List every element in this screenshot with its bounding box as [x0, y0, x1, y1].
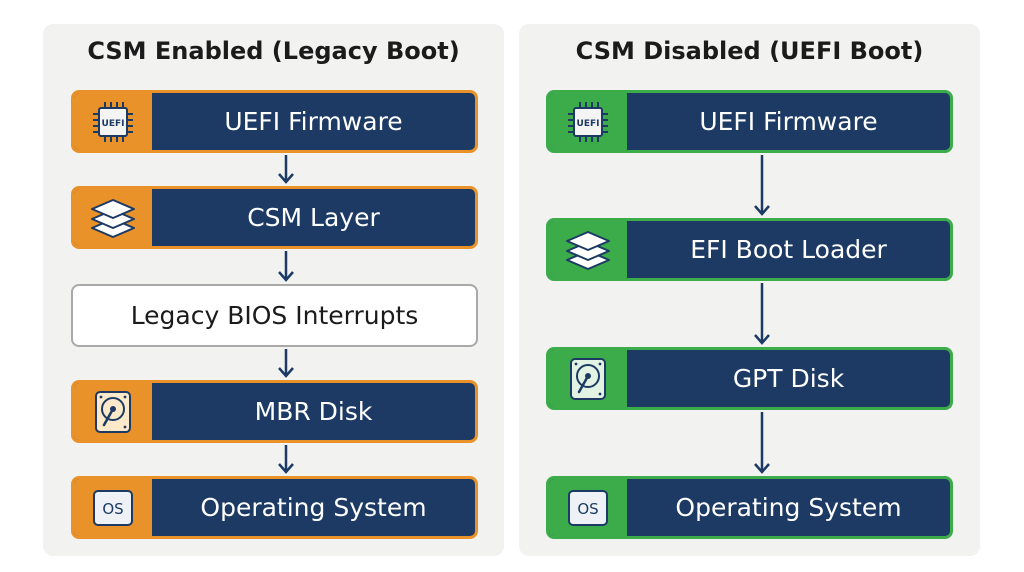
legacy-operating-system-label: Operating System	[200, 493, 427, 522]
gpt-disk-label: GPT Disk	[732, 364, 845, 393]
svg-text:UEFI: UEFI	[102, 119, 125, 129]
efi-boot-loader-box: EFI Boot Loader	[546, 218, 953, 281]
arrow-down-icon	[754, 283, 770, 345]
legacy-boot-title: CSM Enabled (Legacy Boot)	[87, 37, 460, 65]
efi-boot-loader-label: EFI Boot Loader	[690, 235, 887, 264]
legacy-bios-interrupts-box: Legacy BIOS Interrupts	[71, 284, 478, 347]
hard-disk-icon	[74, 383, 152, 440]
arrow-down-icon	[278, 349, 294, 378]
mbr-disk-label: MBR Disk	[254, 397, 373, 426]
os-icon: OS	[549, 479, 627, 536]
arrow-down-icon	[278, 155, 294, 184]
layers-icon	[549, 221, 627, 278]
uefi-firmware-box: UEFI UEFI Firmware	[546, 90, 953, 153]
arrow-down-icon	[278, 251, 294, 282]
legacy-uefi-firmware-label: UEFI Firmware	[224, 107, 403, 136]
legacy-operating-system-box: OS Operating System	[71, 476, 478, 539]
uefi-boot-title: CSM Disabled (UEFI Boot)	[575, 37, 924, 65]
uefi-operating-system-box: OS Operating System	[546, 476, 953, 539]
chip-icon: UEFI	[74, 93, 152, 150]
svg-text:UEFI: UEFI	[577, 119, 600, 129]
arrow-down-icon	[278, 445, 294, 474]
svg-text:OS: OS	[102, 500, 123, 518]
hard-disk-icon	[549, 350, 627, 407]
os-icon: OS	[74, 479, 152, 536]
csm-layer-box: CSM Layer	[71, 186, 478, 249]
layers-icon	[74, 189, 152, 246]
mbr-disk-box: MBR Disk	[71, 380, 478, 443]
chip-icon: UEFI	[549, 93, 627, 150]
arrow-down-icon	[754, 155, 770, 216]
legacy-bios-interrupts-label: Legacy BIOS Interrupts	[130, 301, 419, 330]
svg-text:OS: OS	[577, 500, 598, 518]
arrow-down-icon	[754, 412, 770, 474]
uefi-firmware-label: UEFI Firmware	[699, 107, 878, 136]
uefi-operating-system-label: Operating System	[675, 493, 902, 522]
gpt-disk-box: GPT Disk	[546, 347, 953, 410]
csm-layer-label: CSM Layer	[247, 203, 380, 232]
legacy-uefi-firmware-box: UEFI UEFI Firmware	[71, 90, 478, 153]
